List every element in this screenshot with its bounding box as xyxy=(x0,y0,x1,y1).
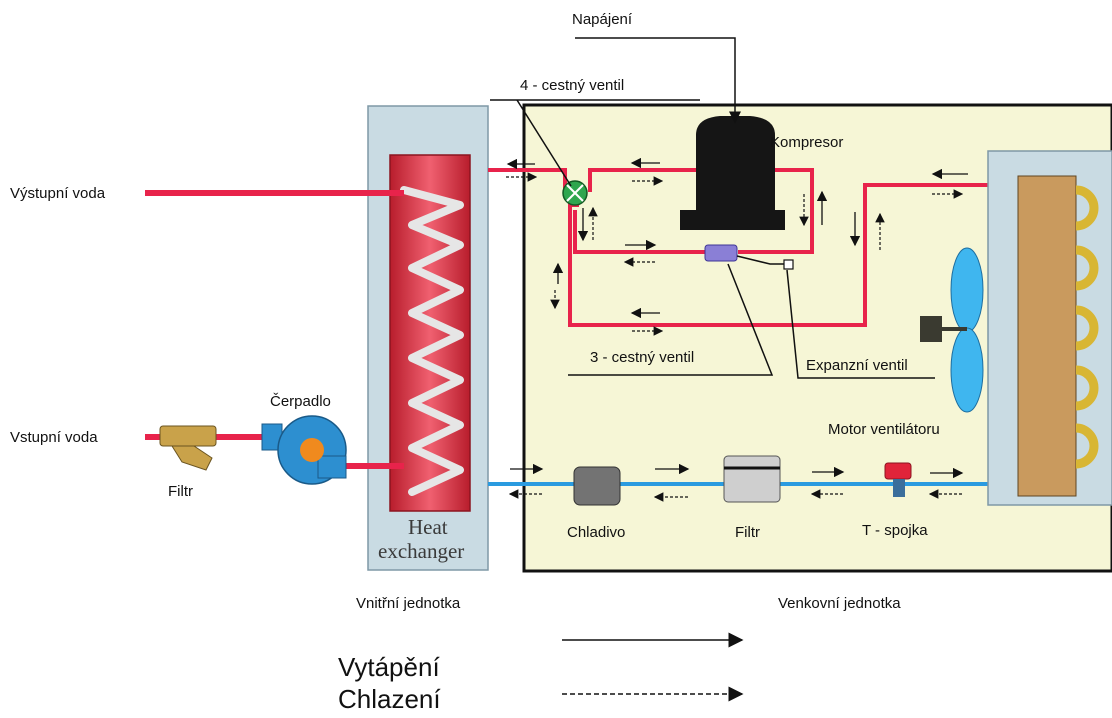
three-way-valve-label: 3 - cestný ventil xyxy=(590,349,694,366)
t-joint-label: T - spojka xyxy=(862,522,928,539)
hot-pipe-to-3way xyxy=(573,210,705,254)
pump-icon xyxy=(261,415,347,485)
indoor-unit-label: Vnitřní jednotka xyxy=(356,595,461,612)
four-way-valve-pointer xyxy=(516,99,572,187)
four-way-valve-icon xyxy=(562,180,588,206)
inlet-filter-label: Filtr xyxy=(168,483,193,500)
water-out-label: Výstupní voda xyxy=(10,185,106,202)
refrigerant-label: Chladivo xyxy=(567,524,625,541)
outdoor-filter-label: Filtr xyxy=(735,524,760,541)
outdoor-unit-label: Venkovní jednotka xyxy=(778,595,901,612)
fan-motor-label: Motor ventilátoru xyxy=(828,421,940,438)
power-label: Napájení xyxy=(572,11,633,28)
three-way-valve-leader xyxy=(568,263,774,376)
three-way-valve-icon xyxy=(704,244,794,270)
legend-cooling-label: Chlazení xyxy=(338,684,441,714)
outdoor-coil xyxy=(1017,175,1077,497)
refrigerant-vessel-icon xyxy=(573,466,621,506)
cooling-flow-arrows xyxy=(506,172,964,502)
compressor-label: Kompresor xyxy=(770,134,843,151)
legend-heating-label: Vytápění xyxy=(338,652,440,682)
heating-flow-arrows xyxy=(506,157,968,479)
outdoor-coil-loops xyxy=(1075,185,1099,469)
pump-label: Čerpadlo xyxy=(270,393,331,410)
heat-exchanger-coil xyxy=(400,186,464,496)
expansion-valve-label: Expanzní ventil xyxy=(806,357,908,374)
hot-pipe-comp-loop xyxy=(588,168,814,254)
four-way-valve-label: 4 - cestný ventil xyxy=(520,77,624,94)
t-joint-icon xyxy=(884,462,912,497)
outdoor-filter-icon xyxy=(723,455,781,503)
fan-icon xyxy=(920,247,984,413)
compressor-icon xyxy=(680,116,785,230)
power-line xyxy=(575,37,741,124)
inlet-filter-icon xyxy=(159,425,217,471)
expansion-valve-leader xyxy=(786,269,935,379)
heat-exchanger-label-1: Heat xyxy=(408,515,448,539)
water-in-label: Vstupní voda xyxy=(10,429,98,446)
heat-exchanger-label-2: exchanger xyxy=(378,539,464,563)
